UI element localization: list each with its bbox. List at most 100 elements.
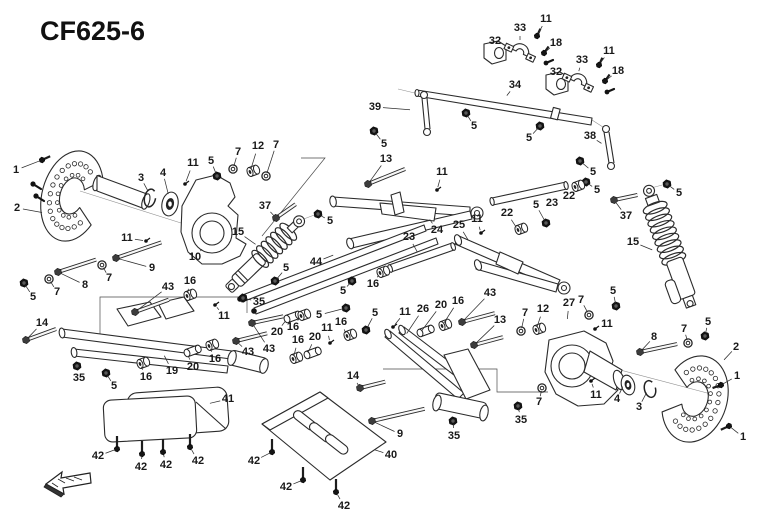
leader-line (134, 238, 144, 241)
leader-line (164, 178, 169, 195)
part-number-label: 5 (533, 199, 539, 211)
leader-line (27, 328, 37, 339)
bushing-icon (136, 356, 151, 369)
part-number-label: 16 (184, 275, 196, 287)
leader-line (731, 427, 739, 434)
leader-line (187, 288, 189, 294)
arm-guard-center (261, 391, 387, 481)
longbolt-icon (364, 167, 406, 188)
leader-line (640, 244, 653, 251)
part-number-label: 32 (550, 66, 562, 78)
leader-line (200, 248, 203, 252)
longbolt-icon (272, 202, 297, 222)
part-number-label: 35 (73, 372, 85, 384)
part-number-label: 1 (734, 370, 740, 382)
nut-icon (238, 293, 248, 303)
longbolt-icon (356, 379, 386, 392)
part-number-label: 5 (111, 380, 117, 392)
washer-icon (516, 326, 526, 336)
bolt-icon (533, 28, 542, 40)
left-spindle-tube (92, 174, 151, 210)
part-number-label: 42 (92, 450, 104, 462)
part-number-label: 42 (248, 455, 260, 467)
leader-line (209, 348, 212, 352)
nut-icon (101, 368, 111, 378)
clamp-bolt-icon (543, 58, 555, 66)
leader-line (705, 327, 708, 334)
part-number-label: 5 (594, 184, 600, 196)
leader-line (307, 344, 313, 353)
leader-line (406, 315, 419, 334)
leader-line (253, 325, 265, 343)
leader-line (532, 127, 539, 134)
wheel-bearing-left (161, 191, 179, 217)
bolt-icon (138, 441, 146, 458)
bolt-icon (268, 439, 276, 456)
part-number-label: 11 (590, 389, 602, 401)
leader-line (22, 208, 43, 213)
part-number-label: 41 (222, 393, 234, 405)
leader-line (591, 383, 594, 388)
longbolt-icon (248, 314, 284, 327)
leader-line (281, 321, 286, 326)
leader-line (343, 329, 347, 334)
leader-line (293, 347, 297, 357)
leader-line (463, 298, 485, 321)
part-number-label: 42 (338, 500, 350, 512)
washer-icon (584, 310, 594, 320)
part-number-label: 13 (380, 153, 392, 165)
washer-icon (228, 164, 238, 174)
leader-line (25, 285, 31, 293)
leader-line (607, 75, 612, 80)
leader-line (596, 140, 602, 144)
part-number-label: 18 (550, 37, 562, 49)
upper-a-arm-right (453, 234, 571, 295)
pin-icon (391, 323, 398, 329)
shock-absorber-right (642, 184, 697, 309)
bushing-icon (297, 308, 312, 321)
pin-icon (144, 237, 151, 243)
nut-icon (19, 278, 29, 288)
leader-line (185, 170, 191, 182)
nut-icon (611, 301, 621, 311)
washer-icon (683, 338, 693, 348)
leader-line (475, 325, 495, 344)
nut-icon (313, 209, 323, 219)
part-number-label: 3 (138, 172, 144, 184)
bushing-icon (246, 164, 261, 177)
bolt-icon (38, 155, 51, 164)
leader-line (164, 355, 169, 365)
part-number-label: 18 (612, 65, 624, 77)
leader-line (521, 318, 525, 329)
leader-line (209, 400, 221, 404)
leader-line (421, 311, 437, 331)
leader-line (478, 226, 481, 231)
leader-line (324, 308, 344, 314)
part-number-label: 7 (681, 323, 687, 335)
part-number-label: 37 (620, 210, 632, 222)
part-number-label: 5 (327, 215, 333, 227)
leader-line (191, 449, 195, 455)
part-number-label: 5 (676, 187, 682, 199)
leader-line (376, 275, 379, 278)
leader-line (412, 243, 418, 253)
nut-icon (662, 179, 672, 189)
part-number-label: 42 (135, 461, 147, 473)
arm-guard-left (102, 386, 230, 443)
bushing-icon (343, 328, 358, 341)
part-number-label: 12 (537, 303, 549, 315)
leader-line (143, 183, 148, 191)
part-number-label: 43 (263, 343, 275, 355)
bushing-icon (376, 265, 391, 278)
part-number-label: 27 (563, 297, 575, 309)
leader-line (578, 67, 581, 72)
part-number-label: 11 (218, 310, 230, 322)
leader-line (250, 153, 257, 170)
part-number-label: 20 (309, 331, 321, 343)
part-number-label: 20 (187, 361, 199, 373)
part-number-label: 42 (160, 459, 172, 471)
part-number-label: 16 (367, 278, 379, 290)
part-number-label: 5 (372, 307, 378, 319)
part-number-label: 1 (13, 164, 19, 176)
